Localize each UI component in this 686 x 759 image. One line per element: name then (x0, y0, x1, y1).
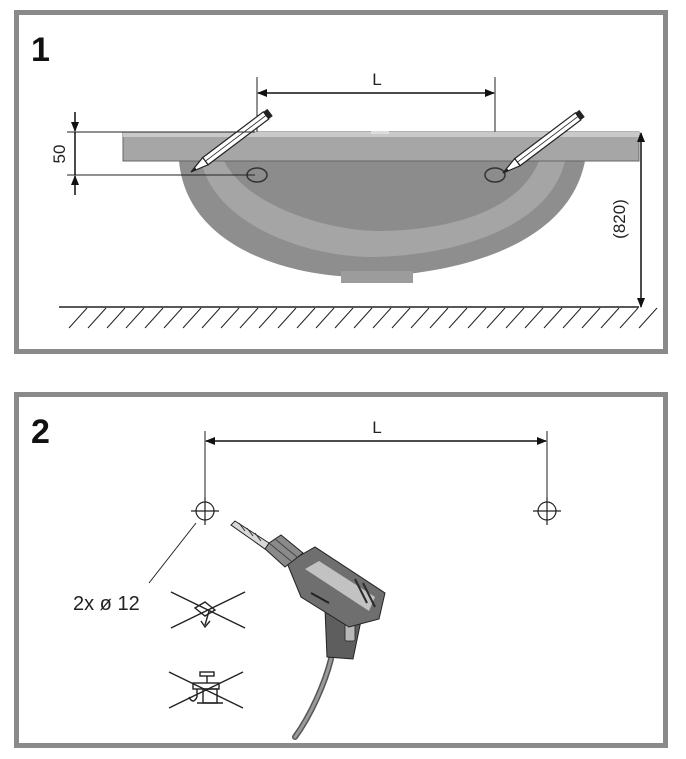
basin-bowl-basin (224, 161, 539, 231)
no-tap-water-icon (168, 671, 244, 709)
countertop-top-edge (123, 132, 639, 137)
power-drill-icon (230, 520, 386, 740)
step-1-panel: 1 L (14, 10, 668, 354)
depth-label: 50 (50, 145, 69, 164)
pencil-icon (190, 108, 273, 173)
span-label: L (372, 418, 381, 437)
mounting-slot-right (484, 167, 506, 183)
drilling-diagram: L 2x ø 12 (73, 418, 561, 740)
step-number: 2 (31, 413, 50, 451)
drill-hole-marker-right (533, 497, 561, 525)
no-hammer-drill-icon (170, 591, 246, 629)
height-label: (820) (610, 199, 629, 239)
floor-hatching (68, 307, 658, 329)
step-2-panel: 2 L 2x ø 12 (14, 392, 668, 748)
hole-size-label: 2x ø 12 (73, 593, 140, 615)
tap-hole-marker (371, 131, 389, 134)
step-number: 1 (31, 31, 50, 69)
drill-hole-marker-left (191, 497, 219, 525)
pencil-icon (502, 109, 585, 174)
hole-leader-line (148, 522, 197, 584)
basin-drain-base (341, 271, 413, 283)
basin-marking-diagram: L 50 (50, 70, 658, 329)
span-label: L (372, 70, 381, 89)
